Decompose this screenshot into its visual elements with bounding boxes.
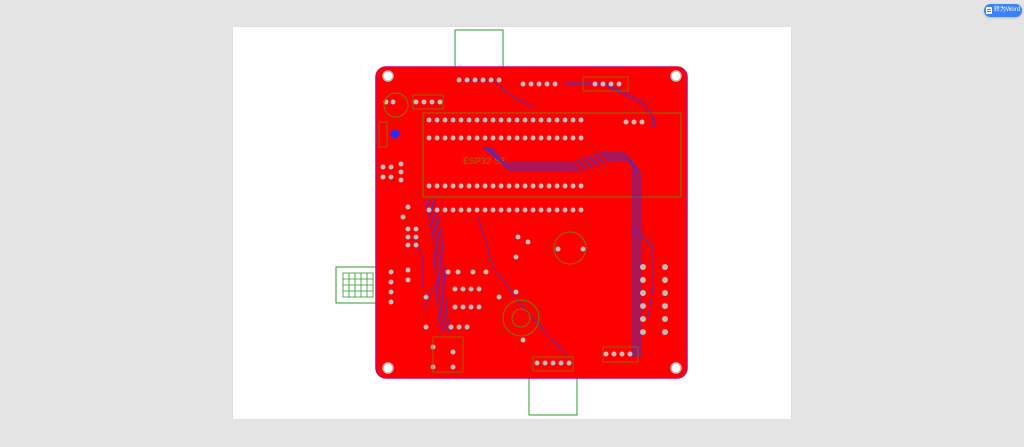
left-connector-grid [342,272,374,298]
silkscreen-outlines [378,76,639,373]
convert-to-word-button[interactable]: 转为Word [984,4,1022,17]
mounting-holes [382,70,682,374]
convert-to-word-label: 转为Word [993,7,1021,13]
document-icon [985,7,992,14]
pcb-layout-image: ESP32-S3 [335,29,688,416]
pcb-traces [412,80,656,358]
pcb-board [375,66,688,379]
header-pins [380,77,668,370]
document-page: ESP32-S3 [233,27,791,419]
led-component [390,129,400,139]
module-outline [422,112,682,198]
round-components [383,92,587,337]
module-silkscreen-label: ESP32-S3 [463,156,505,166]
